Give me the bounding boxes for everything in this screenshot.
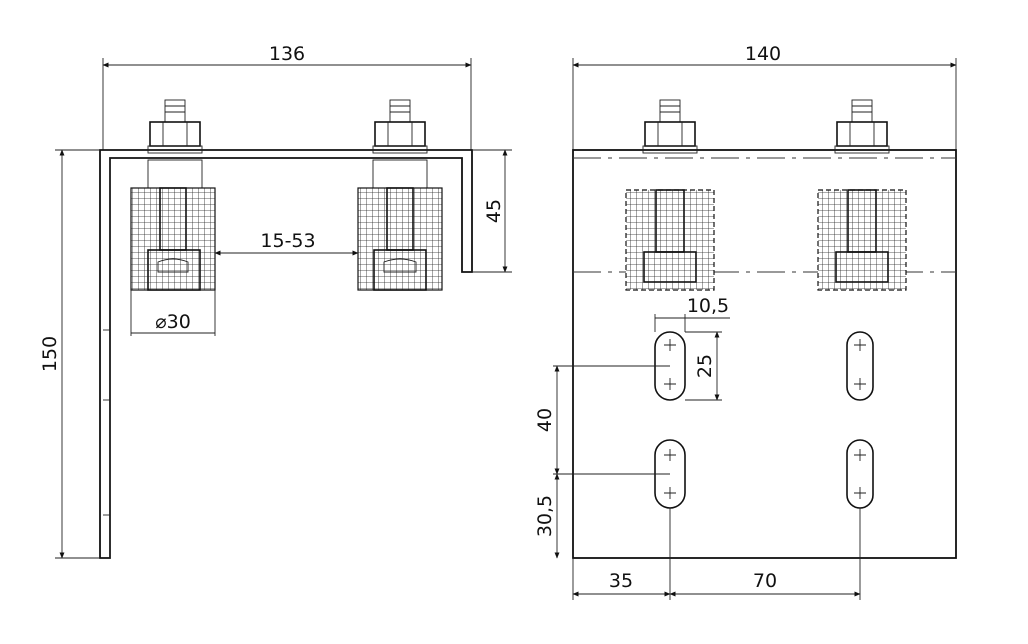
roller-left [130,99,216,291]
slot-top-right [846,331,874,401]
width-140-label: 140 [745,43,781,65]
left-offset-label: 35 [609,570,633,592]
diameter-label: ⌀30 [155,311,191,333]
spacing-label: 15-53 [260,230,315,252]
height-150-label: 150 [39,336,61,372]
hole-spacing-label: 70 [753,570,777,592]
width-136-label: 136 [269,43,305,65]
slot-spacing-label: 40 [534,408,556,432]
side-view: 136 150 45 [39,43,512,559]
front-bolt-left [625,99,715,291]
front-bolt-right [817,99,907,291]
bottom-offset-label: 30,5 [534,495,556,537]
slot-length-label: 25 [694,354,716,378]
front-view: 140 [534,43,957,600]
slot-width-label: 10,5 [687,295,729,317]
flange-45-label: 45 [483,199,505,223]
roller-right [357,99,443,291]
